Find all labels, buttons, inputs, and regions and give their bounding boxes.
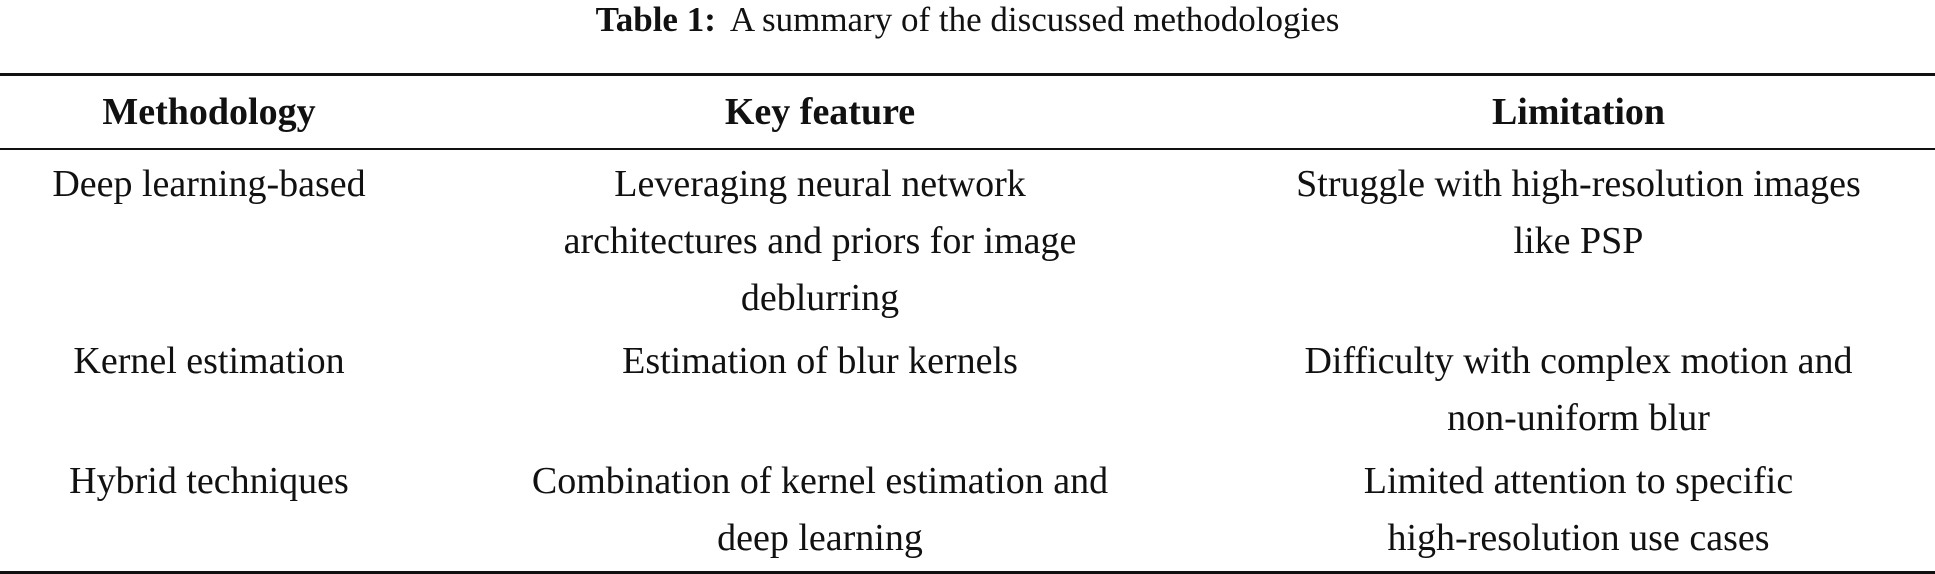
cell-line: architectures and priors for image [563,220,1077,262]
limitation-cell: Struggle with high-resolution images lik… [1222,149,1935,327]
table-caption-label: Table 1: [595,0,716,39]
cell-line: high-resolution use cases [1387,517,1770,559]
table-caption-text: A summary of the discussed methodologies [729,0,1340,39]
cell-line: Struggle with high-resolution images [1296,163,1861,205]
key-feature-cell: Leveraging neural network architectures … [418,149,1222,327]
table-row: Kernel estimation Estimation of blur ker… [0,327,1935,447]
table-row: Hybrid techniques Combination of kernel … [0,447,1935,573]
header-limitation: Limitation [1491,91,1666,133]
cell-line: like PSP [1513,220,1644,262]
methodology-summary-table: Methodology Key feature Limitation Deep … [0,73,1935,574]
cell-line: deep learning [717,517,923,559]
methodology-cell: Hybrid techniques [0,447,418,573]
cell-line: Kernel estimation [73,340,345,382]
cell-line: Hybrid techniques [69,460,349,502]
cell-line: Limited attention to specific [1363,460,1794,502]
cell-line: deblurring [740,277,900,319]
limitation-cell: Limited attention to specific high-resol… [1222,447,1935,573]
table-caption: Table 1: A summary of the discussed metho… [0,0,1935,44]
key-feature-cell: Estimation of blur kernels [418,327,1222,447]
table-header-row: Methodology Key feature Limitation [0,74,1935,149]
cell-line: non-uniform blur [1447,397,1710,439]
cell-line: Deep learning-based [52,163,366,205]
cell-line: Difficulty with complex motion and [1304,340,1853,382]
header-key-feature: Key feature [724,91,916,133]
header-methodology: Methodology [102,91,316,133]
table-row: Deep learning-based Leveraging neural ne… [0,149,1935,327]
cell-line: Estimation of blur kernels [622,340,1018,382]
methodology-cell: Kernel estimation [0,327,418,447]
methodology-cell: Deep learning-based [0,149,418,327]
cell-line: Combination of kernel estimation and [531,460,1109,502]
limitation-cell: Difficulty with complex motion and non-u… [1222,327,1935,447]
cell-line: Leveraging neural network [614,163,1026,205]
key-feature-cell: Combination of kernel estimation and dee… [418,447,1222,573]
